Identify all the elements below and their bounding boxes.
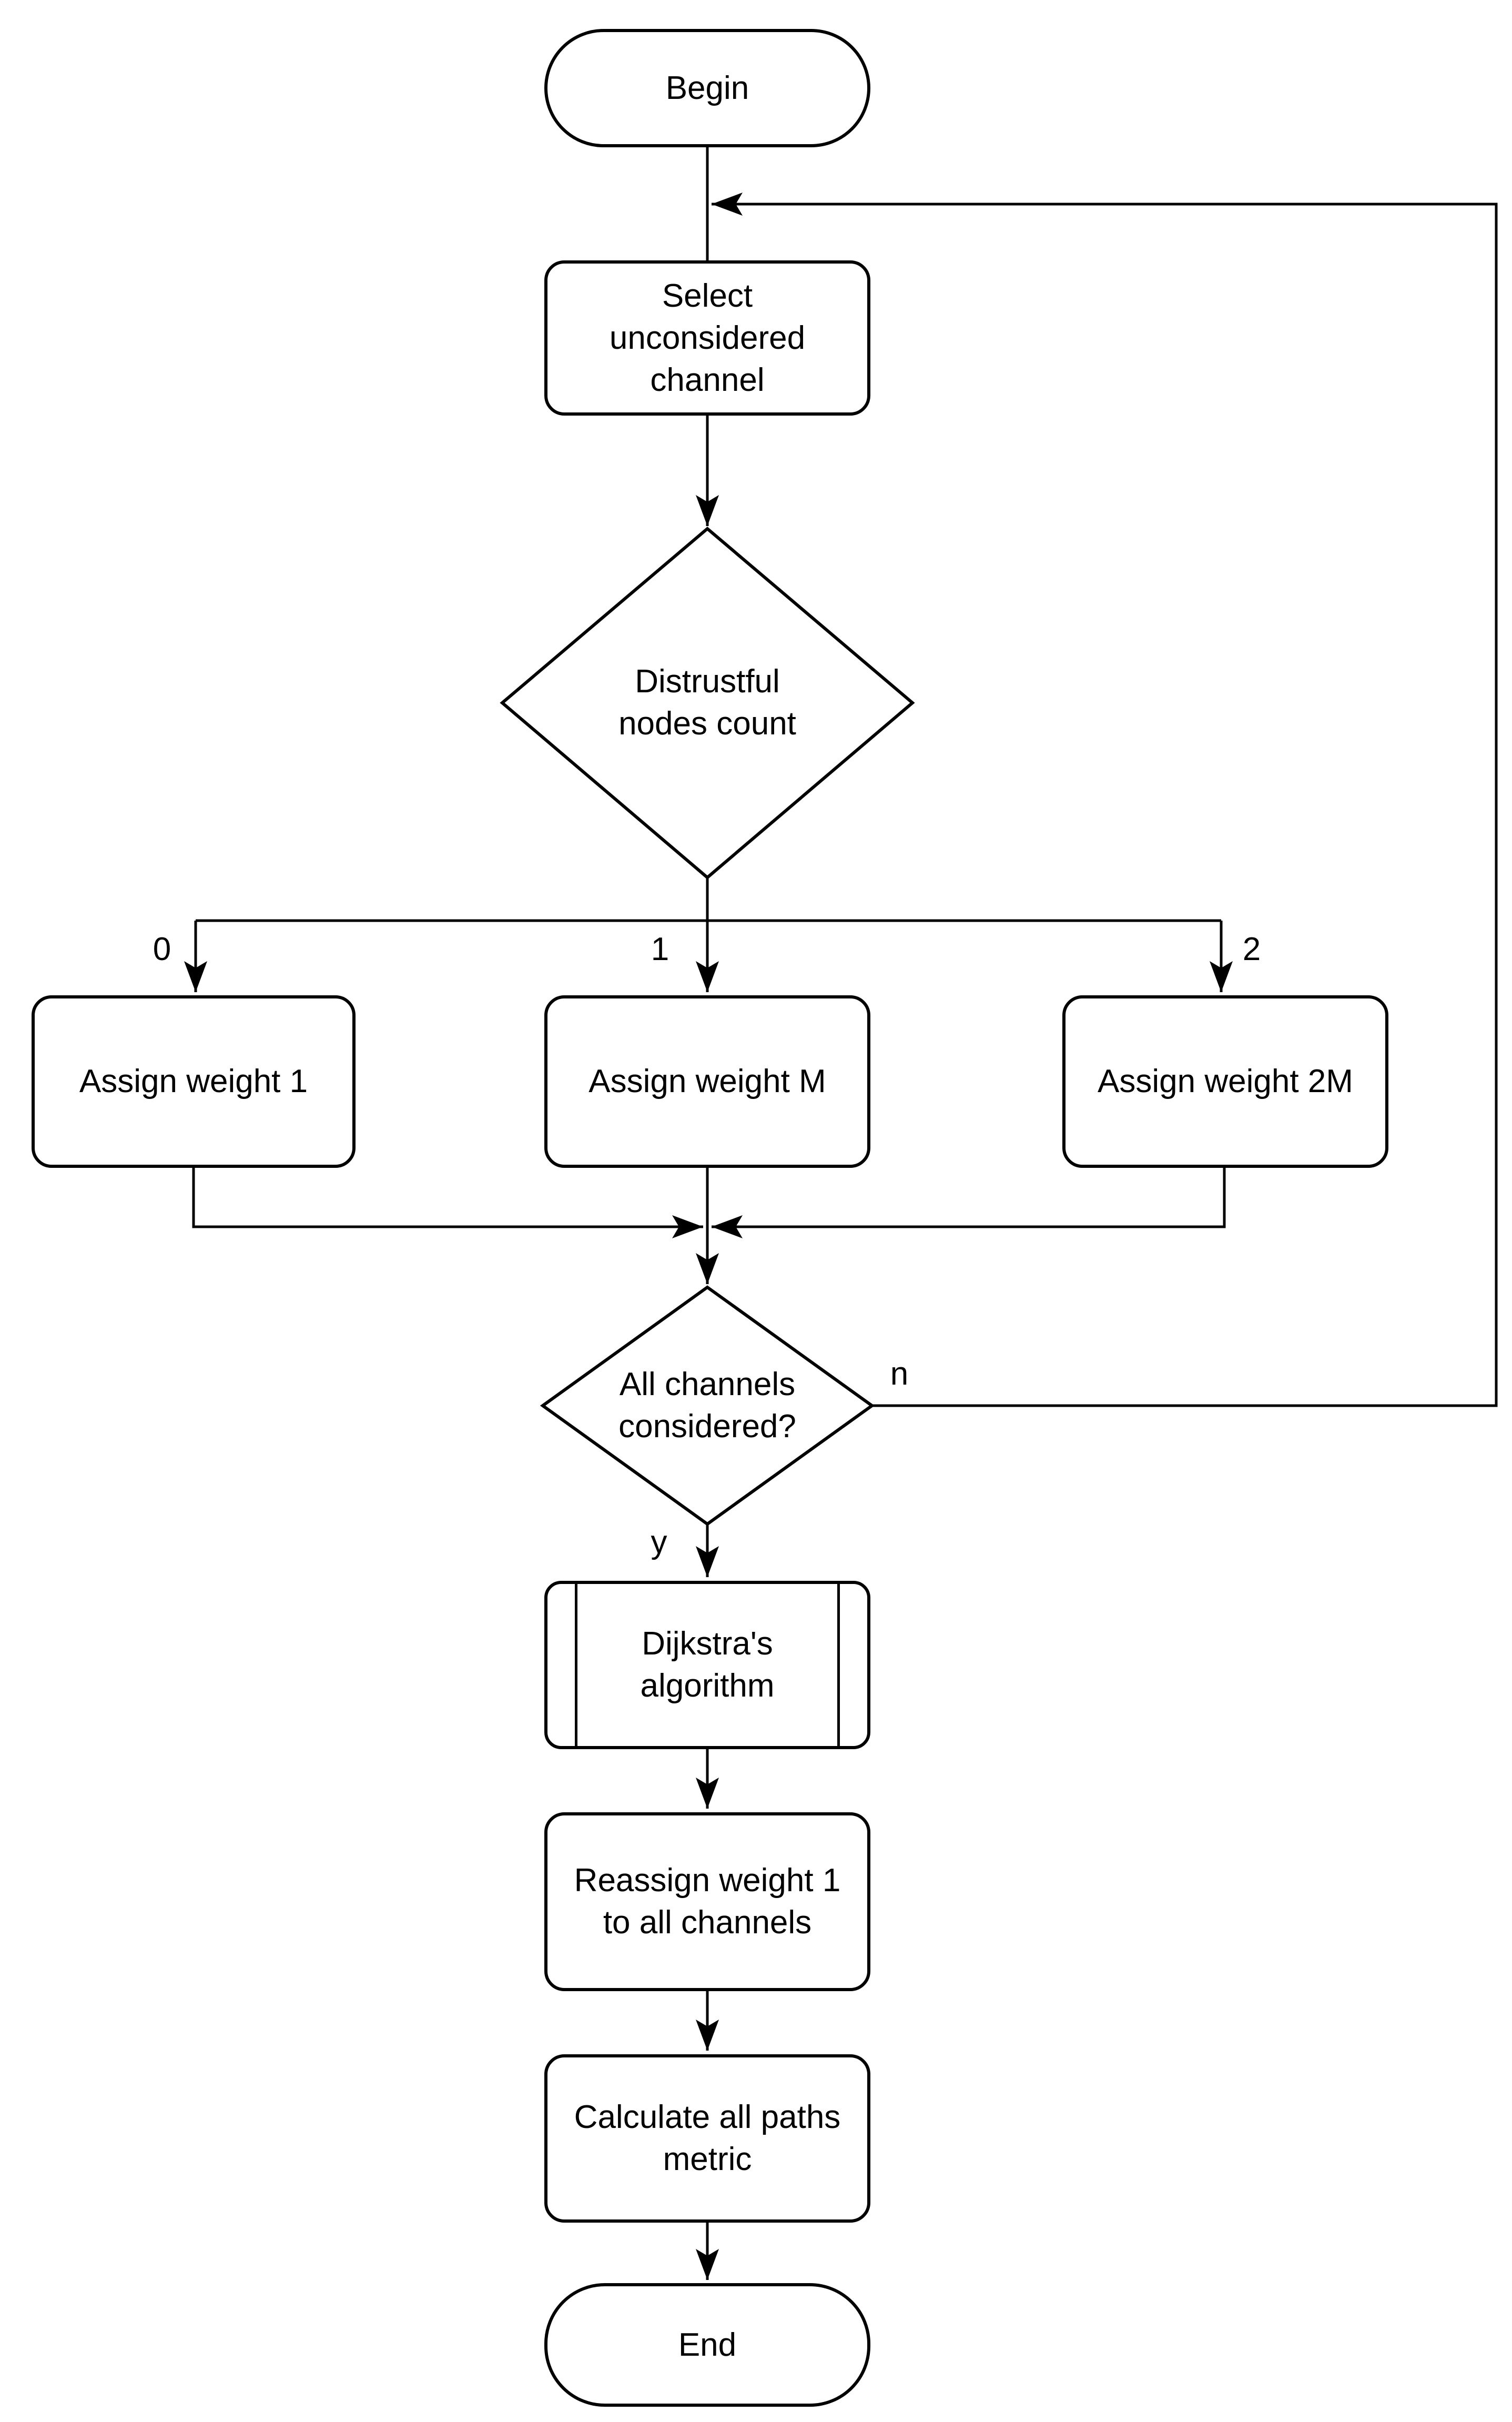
edge-loop-return: [712, 193, 1498, 1407]
assign-weight-m-process: Assign weight M: [544, 995, 870, 1168]
edge-label-no: n: [890, 1356, 909, 1392]
end-terminator: End: [544, 2283, 870, 2407]
edge-label-count-0: 0: [153, 931, 171, 967]
all-channels-considered-label-line: All channels: [619, 1366, 796, 1402]
predefined-process-inner-line: [837, 1584, 840, 1746]
edge-merge-right: [712, 1167, 1226, 1238]
dijkstra-label-line: algorithm: [640, 1668, 775, 1704]
edge-label-yes: y: [651, 1524, 667, 1560]
reassign-weight-label-line: Reassign weight 1: [574, 1862, 841, 1899]
all-channels-considered-decision: [540, 1285, 875, 1526]
reassign-weight-process: Reassign weight 1 to all channels: [544, 1812, 870, 1991]
distrustful-count-decision: [500, 527, 915, 880]
edge-label-count-1: 1: [651, 931, 669, 967]
assign-weight-2m-label: Assign weight 2M: [1098, 1063, 1353, 1099]
dijkstra-label-line: Dijkstra's: [642, 1626, 773, 1662]
begin-label: Begin: [665, 69, 749, 106]
assign-weight-2m-process: Assign weight 2M: [1062, 995, 1388, 1168]
assign-weight-m-label: Assign weight M: [588, 1063, 826, 1099]
dijkstra-predefined-process: Dijkstra's algorithm: [544, 1581, 870, 1749]
select-channel-label-line: unconsidered: [609, 319, 806, 356]
distrustful-count-label-line: Distrustful: [635, 663, 780, 700]
assign-weight-1-label: Assign weight 1: [79, 1063, 308, 1099]
edge-label-count-2: 2: [1242, 931, 1261, 967]
edge-merge-left: [192, 1167, 703, 1238]
assign-weight-1-process: Assign weight 1: [32, 995, 356, 1168]
all-channels-considered-label-line: considered?: [618, 1408, 796, 1445]
distrustful-count-label-line: nodes count: [618, 705, 796, 742]
calculate-paths-label-line: Calculate all paths: [574, 2099, 841, 2135]
select-channel-label-line: Select: [662, 277, 753, 314]
end-label: End: [678, 2326, 737, 2363]
predefined-process-inner-line: [575, 1584, 577, 1746]
calculate-paths-process: Calculate all paths metric: [544, 2054, 870, 2223]
reassign-weight-label-line: to all channels: [603, 1904, 812, 1941]
calculate-paths-label-line: metric: [663, 2141, 752, 2177]
select-channel-label-line: channel: [650, 361, 765, 398]
all-channels-considered-label: All channels considered?: [550, 1343, 865, 1469]
select-channel-process: Select unconsidered channel: [544, 260, 870, 416]
begin-terminator: Begin: [544, 29, 870, 147]
distrustful-count-label: Distrustful nodes count: [550, 640, 865, 766]
